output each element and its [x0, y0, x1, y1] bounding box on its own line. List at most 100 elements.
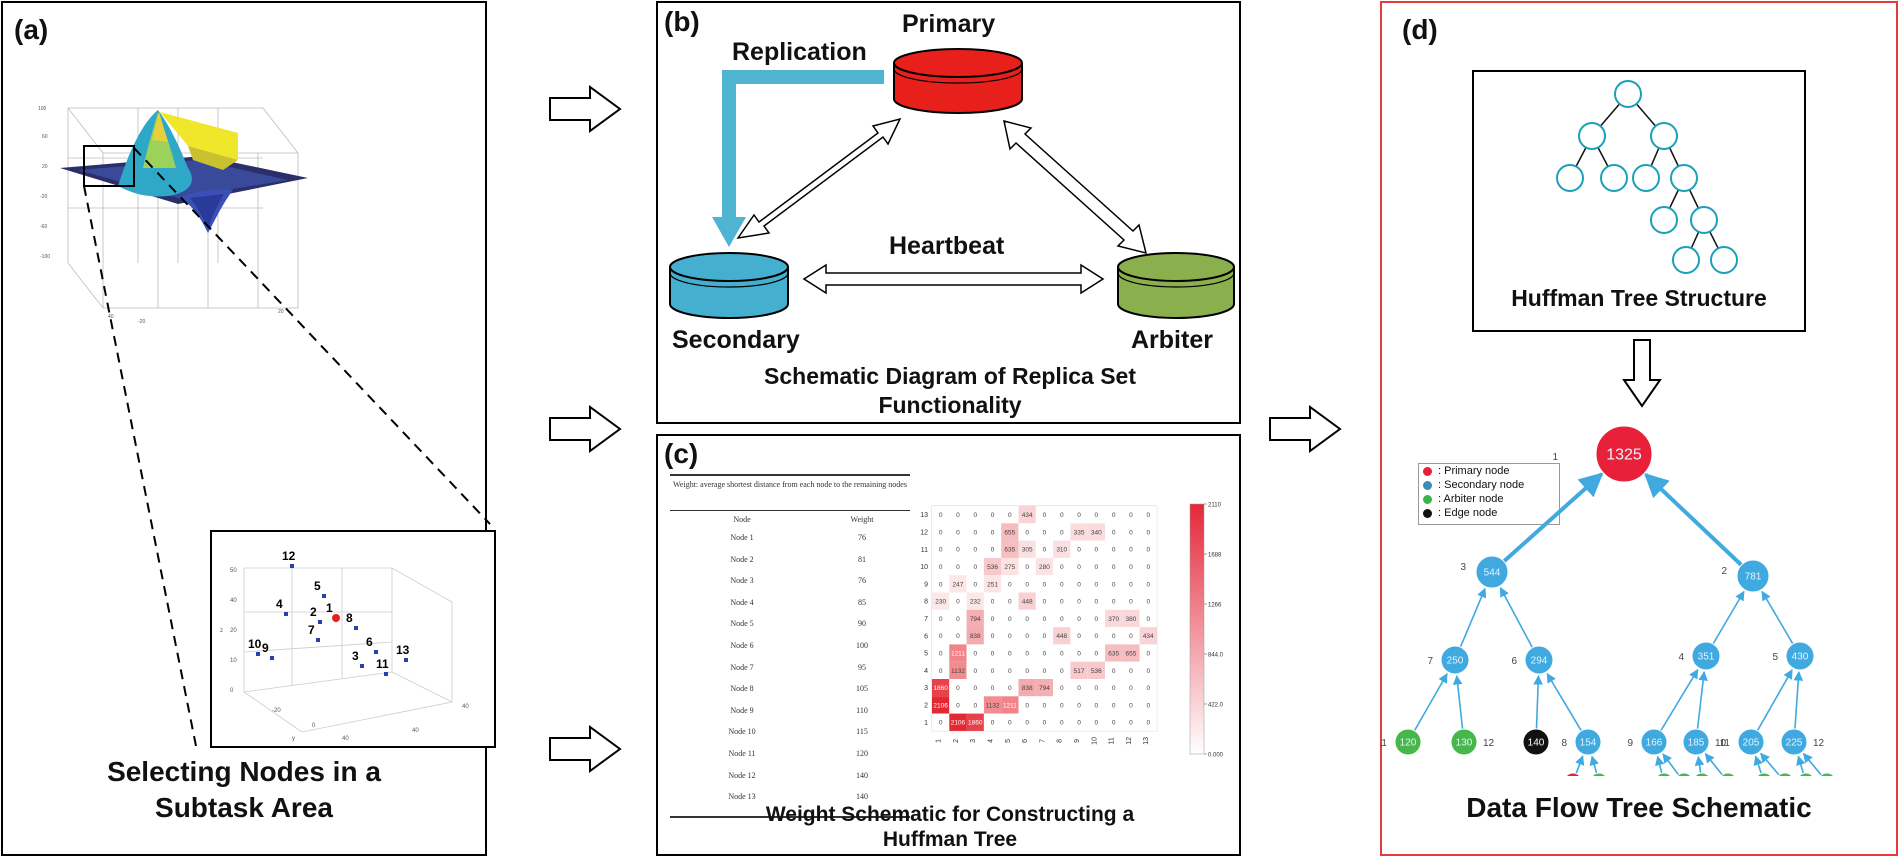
heatmap-value: 0: [1060, 685, 1064, 692]
heatmap-cell: [1035, 557, 1054, 576]
panel-d-caption: Data Flow Tree Schematic: [1466, 792, 1812, 823]
heatmap-ylabel: 9: [924, 581, 928, 588]
svg-text:20: 20: [42, 164, 48, 170]
heatmap-cell: [1035, 713, 1054, 731]
dataflow-node-arbiter: 854: [1676, 772, 1692, 776]
heatmap-cell: [1087, 575, 1105, 593]
scatter-inset: [210, 530, 496, 748]
heatmap-cell: [1087, 506, 1105, 524]
dataflow-node-label: 11: [1720, 738, 1731, 749]
heatmap-value: 0: [1129, 685, 1133, 692]
dataflow-edge: [1413, 673, 1448, 732]
heatmap-cell: [1001, 713, 1019, 731]
heatmap-value: 0: [973, 512, 977, 519]
heatmap-value: 0: [939, 633, 943, 640]
huffman-node: [1710, 246, 1738, 274]
dataflow-node-value: 781: [1745, 572, 1762, 583]
heatmap-ylabel: 4: [924, 668, 928, 675]
heatmap-cell: [1122, 557, 1140, 576]
dataflow-node-label: 12: [1483, 738, 1495, 749]
heatmap-cell: [949, 661, 967, 679]
heatmap-value: 0: [991, 685, 995, 692]
colorbar-gradient: [1189, 503, 1205, 755]
heatmap-value: 0: [1060, 599, 1064, 606]
dataflow-node-value: 130: [1456, 738, 1473, 749]
heartbeat-label: Heartbeat: [889, 232, 1005, 260]
huffman-tree: [1556, 80, 1738, 274]
row-weight: 76: [858, 533, 866, 542]
heatmap-cell: [1122, 609, 1140, 628]
heatmap-value: 0: [1112, 720, 1116, 727]
heatmap-value: 0: [1129, 512, 1133, 519]
panel-a-caption-line1: Selecting Nodes in a: [107, 756, 381, 787]
heatmap-cell: [1122, 592, 1140, 610]
scatter-node: 4: [276, 597, 288, 616]
heatmap-value: 247: [953, 581, 964, 588]
heatmap-value: 251: [987, 581, 998, 588]
dataflow-edge: [1655, 755, 1665, 774]
heatmap-cell: [1139, 644, 1157, 662]
heatmap-value: 0: [991, 616, 995, 623]
heatmap-value: 0: [956, 702, 960, 709]
heatmap-cell: [1122, 506, 1140, 524]
heatmap-cell: [1001, 557, 1019, 576]
colorbar-tick: 1688: [1208, 553, 1222, 559]
heatmap-value: 0: [1008, 581, 1012, 588]
heatmap-cell: [1001, 575, 1019, 593]
heatmap-cell: [1139, 627, 1157, 645]
heatmap-value: 0: [1008, 599, 1012, 606]
weight-table-header: Node Weight: [670, 510, 910, 533]
heatmap-cell: [949, 523, 967, 541]
heatmap-ylabel: 2: [924, 703, 928, 710]
heatmap-value: 0: [1077, 547, 1081, 554]
scatter-node: 13: [396, 643, 410, 662]
heatmap-cell: [966, 557, 984, 576]
heatmap-cell: [1139, 523, 1157, 541]
dataflow-node-label: 4: [1678, 652, 1684, 663]
heatmap-cell: [1053, 661, 1071, 679]
row-weight: 81: [858, 554, 866, 564]
huffman-node: [1650, 122, 1678, 150]
heatmap-cell: [1070, 696, 1088, 714]
arrow-bc-to-d: [1269, 405, 1342, 453]
heatmap-cell: [949, 540, 967, 558]
heatmap-value: 0: [1095, 685, 1099, 692]
heatmap-cell: [1035, 679, 1054, 697]
heatmap-cell: [949, 609, 967, 628]
dataflow-node-value: 250: [1447, 656, 1464, 667]
heatmap-cell: [1070, 523, 1088, 541]
heatmap-cell: [1122, 661, 1140, 679]
svg-text:-20: -20: [138, 319, 145, 325]
heatmap-cell: [1001, 592, 1019, 610]
svg-text:-20: -20: [272, 708, 281, 714]
heatmap-cell: [1018, 592, 1036, 610]
row-node: Node 13: [728, 792, 756, 802]
heatmap-xlabel: 3: [970, 739, 977, 743]
heatmap-cell: [1001, 696, 1019, 714]
heatmap-cell: [1018, 609, 1036, 628]
scatter-node-label: 4: [276, 597, 283, 611]
dataflow-node-label: 10: [1715, 738, 1727, 749]
heatmap-cell: [1070, 679, 1088, 697]
huffman-node: [1614, 80, 1642, 108]
scatter-node-label: 5: [314, 579, 321, 593]
row-weight: 85: [858, 597, 866, 607]
heatmap-cell: [949, 506, 967, 524]
heatmap-xlabel: 10: [1091, 737, 1098, 745]
heatmap-value: 0: [1077, 685, 1081, 692]
heatmap-value: 0: [1077, 650, 1081, 657]
dataflow-node-arbiter: 957: [1720, 772, 1736, 776]
col-weight: Weight: [850, 515, 874, 524]
scatter-node-label: 9: [262, 641, 269, 655]
heatmap-cell: [932, 592, 950, 610]
svg-text:-100: -100: [40, 254, 50, 260]
scatter-node: 8: [346, 611, 358, 630]
heatmap-value: 0: [1060, 512, 1064, 519]
row-node: Node 3: [730, 576, 754, 586]
colorbar-tick: 2110: [1208, 503, 1222, 509]
heatmap-value: 305: [1022, 547, 1033, 554]
panel-c-caption: Weight Schematic for Constructing a Huff…: [660, 802, 1240, 852]
